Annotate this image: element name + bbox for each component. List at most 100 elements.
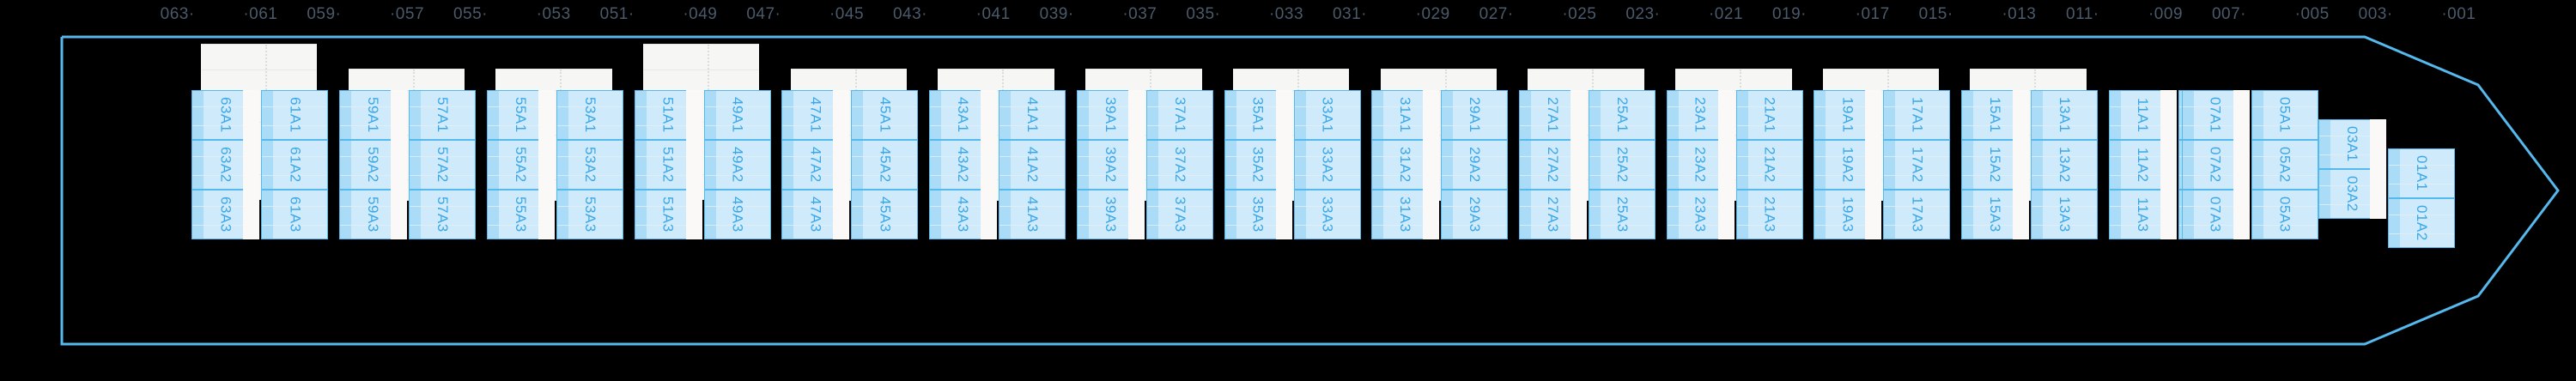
slot-gridline: [930, 106, 996, 107]
container-slot[interactable]: 11A3: [2108, 190, 2176, 239]
slot-accent-strip: [340, 190, 352, 239]
slot-gridline: [1077, 225, 1143, 226]
container-slot[interactable]: 05A1: [2251, 90, 2318, 140]
container-slot[interactable]: 21A2: [1735, 140, 1803, 190]
container-slot[interactable]: 21A1: [1735, 90, 1803, 140]
container-slot[interactable]: 49A2: [703, 140, 771, 190]
container-slot[interactable]: 41A3: [999, 190, 1066, 239]
container-slot[interactable]: 57A3: [409, 190, 477, 239]
container-slot[interactable]: 45A1: [851, 90, 919, 140]
slot-label: 13A2: [2057, 147, 2074, 183]
slot-label: 11A2: [2134, 147, 2151, 183]
slot-label: 35A1: [1249, 97, 1267, 133]
slot-accent-strip: [1372, 91, 1384, 139]
slot-label: 31A1: [1397, 97, 1414, 133]
container-slot[interactable]: 05A3: [2251, 190, 2318, 239]
container-slot[interactable]: 51A3: [634, 190, 702, 239]
slot-accent-strip: [1146, 141, 1158, 189]
container-slot[interactable]: 57A2: [409, 140, 477, 190]
container-slot[interactable]: 13A1: [2031, 90, 2099, 140]
container-slot[interactable]: 29A2: [1441, 140, 1509, 190]
container-slot[interactable]: 17A2: [1883, 140, 1951, 190]
container-slot[interactable]: 23A1: [1666, 90, 1734, 140]
slot-accent-strip: [1962, 91, 1974, 139]
slot-gridline: [2109, 106, 2175, 107]
container-slot[interactable]: 29A3: [1441, 190, 1509, 239]
container-slot[interactable]: 45A2: [851, 140, 919, 190]
slot-label: 45A3: [877, 197, 894, 233]
container-slot[interactable]: 33A3: [1293, 190, 1361, 239]
container-slot[interactable]: 05A2: [2251, 140, 2318, 190]
container-slot[interactable]: 17A1: [1883, 90, 1951, 140]
slot-label: 05A3: [2276, 197, 2293, 233]
container-slot[interactable]: 33A1: [1293, 90, 1361, 140]
slot-label: 55A2: [512, 147, 529, 183]
container-slot[interactable]: 07A1: [2181, 90, 2249, 140]
container-slot[interactable]: 53A2: [556, 140, 623, 190]
slot-label: 53A3: [581, 197, 598, 233]
container-slot[interactable]: 49A1: [703, 90, 771, 140]
container-slot[interactable]: 49A3: [703, 190, 771, 239]
container-slot[interactable]: 25A2: [1588, 140, 1656, 190]
container-slot[interactable]: 33A2: [1293, 140, 1361, 190]
container-slot[interactable]: 53A1: [556, 90, 623, 140]
slot-gridline: [1077, 175, 1143, 176]
slot-accent-strip: [2182, 190, 2194, 239]
container-slot[interactable]: 01A1: [2388, 148, 2455, 198]
bay-tick-035: 035·: [1186, 5, 1221, 23]
bay-stack-13[interactable]: 13A1 13A2 13A3: [2031, 90, 2099, 239]
container-slot[interactable]: 41A2: [999, 140, 1066, 190]
stack-gutter: [685, 90, 702, 239]
slot-label: 17A3: [1909, 197, 1926, 233]
slot-label: 63A1: [217, 97, 234, 133]
container-slot[interactable]: 29A1: [1441, 90, 1509, 140]
container-slot[interactable]: 57A1: [409, 90, 477, 140]
slot-gridline: [1884, 225, 1950, 226]
bay-tick-029: ·029: [1415, 5, 1450, 23]
container-slot[interactable]: 13A2: [2031, 140, 2099, 190]
slot-accent-strip: [410, 141, 422, 189]
slot-gridline: [704, 125, 770, 126]
container-slot[interactable]: 21A3: [1735, 190, 1803, 239]
container-slot[interactable]: 25A3: [1588, 190, 1656, 239]
container-slot[interactable]: 61A3: [261, 190, 329, 239]
slot-accent-strip: [2109, 91, 2121, 139]
container-slot[interactable]: 37A1: [1145, 90, 1213, 140]
slot-accent-strip: [1077, 190, 1089, 239]
container-slot[interactable]: 37A3: [1145, 190, 1213, 239]
container-slot[interactable]: 45A3: [851, 190, 919, 239]
container-slot[interactable]: 17A3: [1883, 190, 1951, 239]
container-slot[interactable]: 13A3: [2031, 190, 2099, 239]
container-slot[interactable]: 53A3: [556, 190, 623, 239]
container-slot[interactable]: 41A1: [999, 90, 1066, 140]
bay-tick-039: 039·: [1039, 5, 1074, 23]
slot-label: 27A1: [1544, 97, 1561, 133]
slot-accent-strip: [2319, 170, 2330, 218]
container-slot[interactable]: 01A2: [2388, 198, 2455, 248]
slot-accent-strip: [340, 141, 352, 189]
container-slot[interactable]: 25A1: [1588, 90, 1656, 140]
slot-gridline: [2251, 206, 2318, 207]
slot-gridline: [1372, 125, 1438, 126]
container-slot[interactable]: 61A2: [261, 140, 329, 190]
container-slot[interactable]: 37A2: [1145, 140, 1213, 190]
container-slot[interactable]: 61A1: [261, 90, 329, 140]
slot-accent-strip: [1442, 91, 1454, 139]
